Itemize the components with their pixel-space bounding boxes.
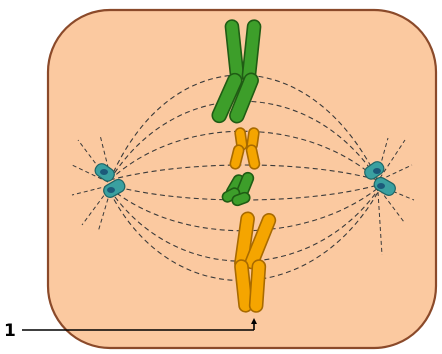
label-1: 1 (4, 321, 16, 341)
